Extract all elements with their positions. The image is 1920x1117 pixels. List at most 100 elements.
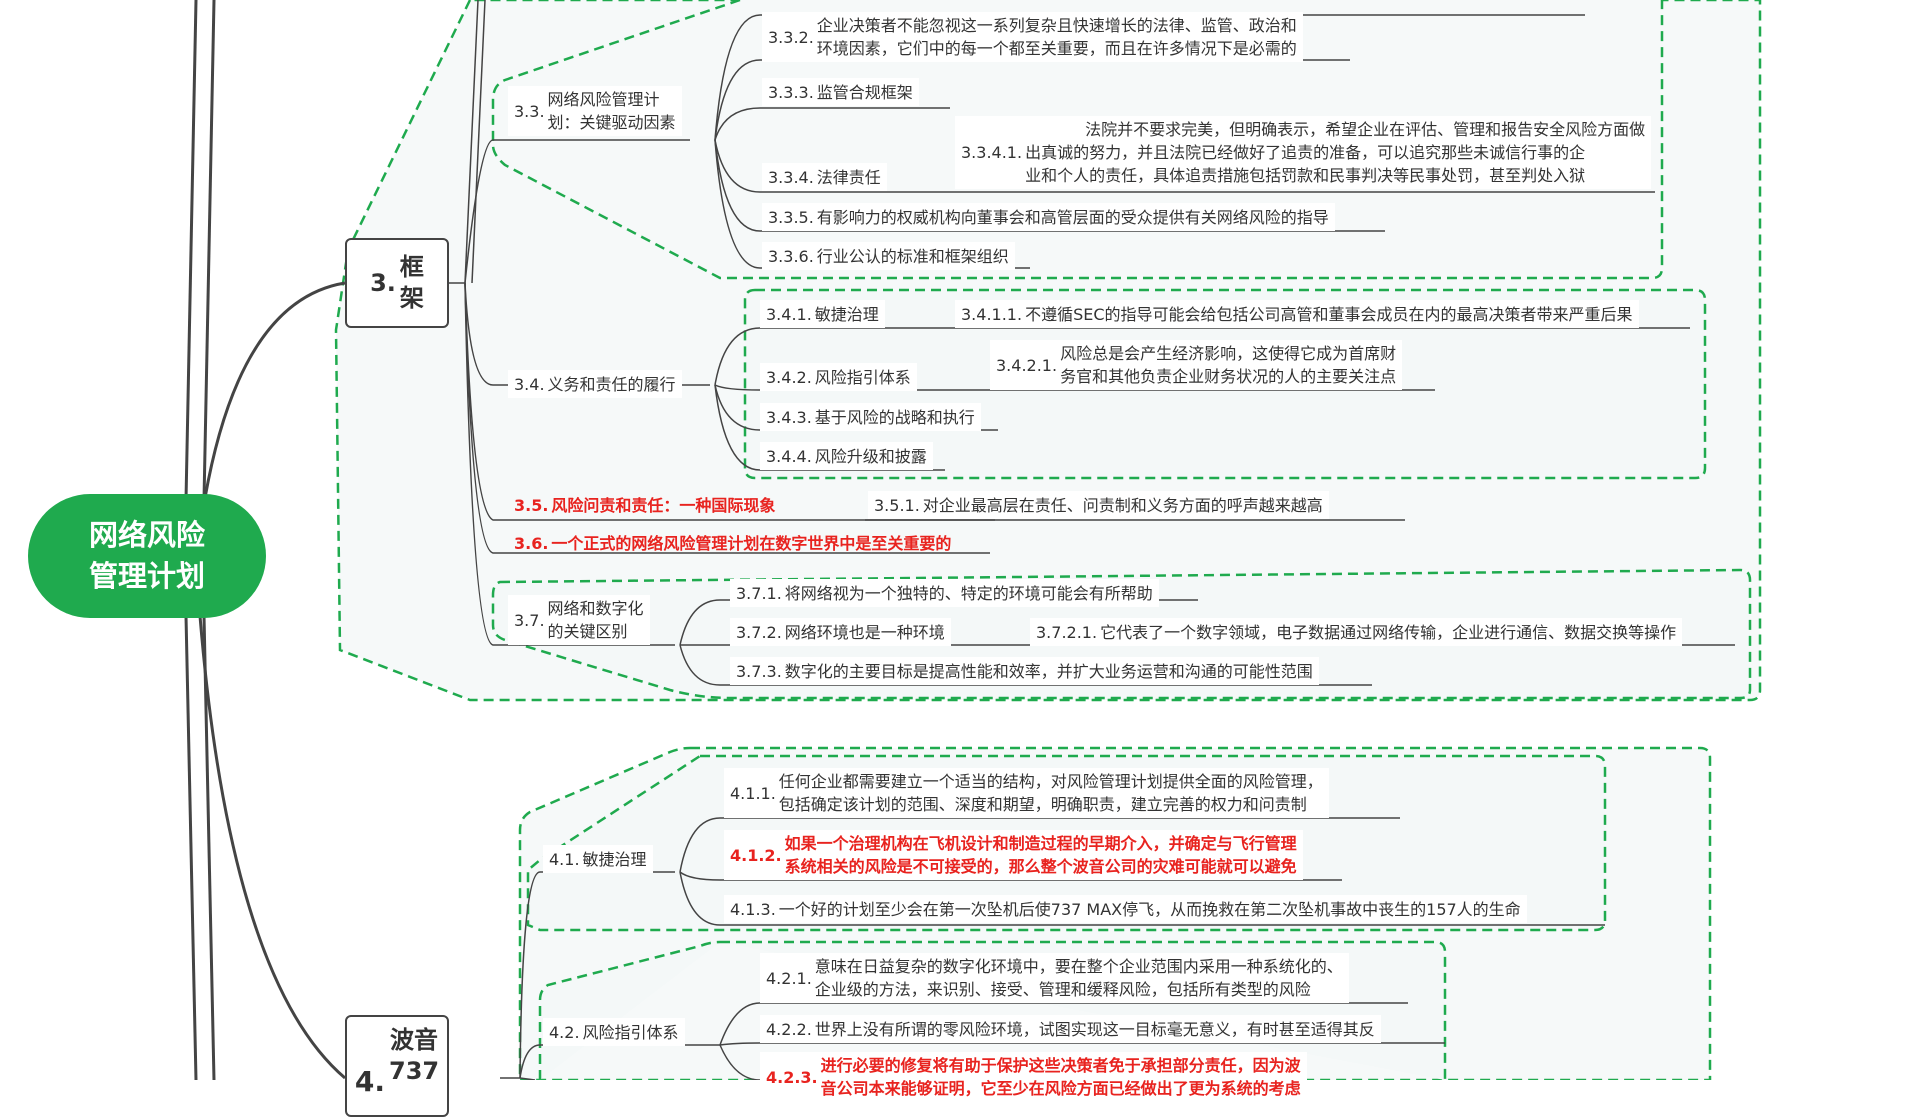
node-4-1-1[interactable]: 4.1.1.任何企业都需要建立一个适当的结构，对风险管理计划提供全面的风险管理，… [724,768,1329,818]
node-text-line2: 系统相关的风险是不可接受的，那么整个波音公司的灾难可能就可以避免 [784,857,1297,876]
node-text-line1: 网络风险管理计 [547,90,660,109]
node-text-line2: 包括确定该计划的范围、深度和期望，明确职责，建立完善的权力和问责制 [778,795,1307,814]
node-number: 3.4.4. [766,447,812,466]
node-text-line3: 业和个人的责任，具体追责措施包括罚款和民事判决等民事处罚，甚至判处入狱 [1025,166,1586,185]
node-number: 4.1.3. [730,900,776,919]
node-3-4-2[interactable]: 3.4.2.风险指引体系 [760,363,917,391]
node-number: 3.3.6. [768,247,814,266]
node-3-4-1-1[interactable]: 3.4.1.1.不遵循SEC的指导可能会给包括公司高管和董事会成员在内的最高决策… [955,300,1639,328]
node-number: 3.3.2. [768,27,814,47]
node-3-3-3[interactable]: 3.3.3.监管合规框架 [762,78,919,106]
node-number: 4.2.3. [766,1067,818,1087]
topic-label-line2: 架 [399,284,424,312]
node-3-3[interactable]: 3.3.网络风险管理计划：关键驱动因素 [508,86,682,136]
node-4-2-2[interactable]: 4.2.2.世界上没有所谓的零风险环境，试图实现这一目标毫无意义，有时甚至适得其… [760,1015,1381,1043]
node-text: 世界上没有所谓的零风险环境，试图实现这一目标毫无意义，有时甚至适得其反 [814,1020,1375,1039]
node-text: 对企业最高层在责任、问责制和义务方面的呼声越来越高 [922,496,1323,515]
node-3-7-1[interactable]: 3.7.1.将网络视为一个独特的、特定的环境可能会有所帮助 [730,579,1159,607]
node-3-7-2-1[interactable]: 3.7.2.1.它代表了一个数字领域，电子数据通过网络传输，企业进行通信、数据交… [1030,618,1683,646]
node-text: 法律责任 [816,168,881,187]
node-text: 风险指引体系 [582,1023,679,1042]
node-text: 基于风险的战略和执行 [814,408,975,427]
node-text-line2: 环境因素，它们中的每一个都至关重要，而且在许多情况下是必需的 [816,39,1297,58]
node-3-6[interactable]: 3.6.一个正式的网络风险管理计划在数字世界中是至关重要的 [508,529,957,557]
root-line1: 网络风险 [88,518,205,552]
node-4-2-1[interactable]: 4.2.1.意味在日益复杂的数字化环境中，要在整个企业范围内采用一种系统化的、企… [760,953,1349,1003]
node-3-3-5[interactable]: 3.3.5.有影响力的权威机构向董事会和高管层面的受众提供有关网络风险的指导 [762,203,1335,231]
node-3-4-3[interactable]: 3.4.3.基于风险的战略和执行 [760,403,981,431]
node-3-3-4-1[interactable]: 3.3.4.1.法院并不要求完美，但明确表示，希望企业在评估、管理和报告安全风险… [955,116,1652,189]
node-3-3-2[interactable]: 3.3.2.企业决策者不能忽视这一系列复杂且快速增长的法律、监管、政治和环境因素… [762,12,1303,62]
node-number: 3.6. [514,534,549,553]
node-text-line1: 任何企业都需要建立一个适当的结构，对风险管理计划提供全面的风险管理， [778,772,1323,791]
node-text-line1: 进行必要的修复将有助于保护这些决策者免于承担部分责任，因为波 [820,1056,1301,1075]
node-number: 3.7.2.1. [1036,623,1098,642]
node-text: 不遵循SEC的指导可能会给包括公司高管和董事会成员在内的最高决策者带来严重后果 [1025,305,1633,324]
node-text: 风险升级和披露 [814,447,927,466]
node-text-line1: 如果一个治理机构在飞机设计和制造过程的早期介入，并确定与飞行管理 [784,834,1297,853]
node-3-3-6[interactable]: 3.3.6.行业公认的标准和框架组织 [762,242,1015,270]
root-topic[interactable]: 网络风险 管理计划 [28,494,266,618]
node-text-line1: 风险总是会产生经济影响，这使得它成为首席财 [1060,344,1397,363]
node-3-7-3[interactable]: 3.7.3.数字化的主要目标是提高性能和效率，并扩大业务运营和沟通的可能性范围 [730,657,1319,685]
node-number: 3.3.3. [768,83,814,102]
node-text: 有影响力的权威机构向董事会和高管层面的受众提供有关网络风险的指导 [816,208,1329,227]
node-3-4-1[interactable]: 3.4.1.敏捷治理 [760,300,885,328]
node-text: 行业公认的标准和框架组织 [816,247,1009,266]
topic-number: 4. [354,1065,385,1098]
topic-3-framework[interactable]: 3. 框架 [345,238,449,328]
node-text: 它代表了一个数字领域，电子数据通过网络传输，企业进行通信、数据交换等操作 [1100,623,1677,642]
node-text: 一个好的计划至少会在第一次坠机后使737 MAX停飞，从而挽救在第二次坠机事故中… [778,900,1521,919]
node-number: 3.7.1. [736,584,782,603]
node-number: 3.5.1. [874,496,920,515]
node-number: 3.7.3. [736,662,782,681]
node-text: 网络环境也是一种环境 [784,623,945,642]
node-text: 将网络视为一个独特的、特定的环境可能会有所帮助 [784,584,1153,603]
topic-label-line1: 波音 [390,1026,439,1054]
node-3-4-4[interactable]: 3.4.4.风险升级和披露 [760,442,933,470]
node-number: 4.1.1. [730,783,776,803]
node-3-5-1[interactable]: 3.5.1.对企业最高层在责任、问责制和义务方面的呼声越来越高 [868,491,1329,519]
node-text-line2: 的关键区别 [547,622,628,641]
node-number: 3.7.2. [736,623,782,642]
node-4-1-2[interactable]: 4.1.2.如果一个治理机构在飞机设计和制造过程的早期介入，并确定与飞行管理系统… [724,830,1303,880]
topic-4-boeing[interactable]: 4. 波音 737 [345,1015,449,1117]
node-3-7[interactable]: 3.7.网络和数字化的关键区别 [508,595,650,645]
node-text-line2: 务官和其他负责企业财务状况的人的主要关注点 [1060,367,1397,386]
node-text: 数字化的主要目标是提高性能和效率，并扩大业务运营和沟通的可能性范围 [784,662,1313,681]
node-number: 3.4.2. [766,368,812,387]
node-3-7-2[interactable]: 3.7.2.网络环境也是一种环境 [730,618,951,646]
node-text-line1: 网络和数字化 [547,599,644,618]
node-3-4[interactable]: 3.4.义务和责任的履行 [508,370,682,398]
node-number: 3.7. [514,610,545,630]
node-4-1[interactable]: 4.1.敏捷治理 [543,845,653,873]
node-4-2-3[interactable]: 4.2.3.进行必要的修复将有助于保护这些决策者免于承担部分责任，因为波音公司本… [760,1052,1307,1102]
node-4-2[interactable]: 4.2.风险指引体系 [543,1018,685,1046]
topic-label-line1: 框 [399,253,424,281]
node-number: 4.2. [549,1023,580,1042]
root-line2: 管理计划 [88,559,205,593]
node-number: 4.2.1. [766,968,812,988]
node-number: 3.4.1. [766,305,812,324]
node-text-line2: 划：关键驱动因素 [547,113,676,132]
node-text: 监管合规框架 [816,83,913,102]
node-text-line2: 音公司本来能够证明，它至少在风险方面已经做出了更为系统的考虑 [820,1079,1301,1098]
node-text-line1: 企业决策者不能忽视这一系列复杂且快速增长的法律、监管、政治和 [816,16,1297,35]
node-text-line1: 意味在日益复杂的数字化环境中，要在整个企业范围内采用一种系统化的、 [814,957,1343,976]
node-number: 3.5. [514,496,549,515]
node-3-3-4[interactable]: 3.3.4.法律责任 [762,163,887,191]
node-text: 一个正式的网络风险管理计划在数字世界中是至关重要的 [551,534,952,553]
node-text-line2: 出真诚的努力，并且法院已经做好了追责的准备，可以追究那些未诚信行事的企 [1025,143,1586,162]
topic-label-line2: 737 [389,1057,440,1085]
node-number: 4.1. [549,850,580,869]
node-number: 3.3.4. [768,168,814,187]
node-4-1-3[interactable]: 4.1.3.一个好的计划至少会在第一次坠机后使737 MAX停飞，从而挽救在第二… [724,895,1527,923]
node-text-line1: 法院并不要求完美，但明确表示，希望企业在评估、管理和报告安全风险方面做 [1085,120,1646,139]
node-text: 风险问责和责任：一种国际现象 [551,496,776,515]
node-3-5[interactable]: 3.5.风险问责和责任：一种国际现象 [508,491,781,519]
node-text: 义务和责任的履行 [547,375,676,394]
node-number: 3.4.2.1. [996,355,1058,375]
node-3-4-2-1[interactable]: 3.4.2.1.风险总是会产生经济影响，这使得它成为首席财务官和其他负责企业财务… [990,340,1403,390]
node-text: 敏捷治理 [582,850,647,869]
node-text: 风险指引体系 [814,368,911,387]
